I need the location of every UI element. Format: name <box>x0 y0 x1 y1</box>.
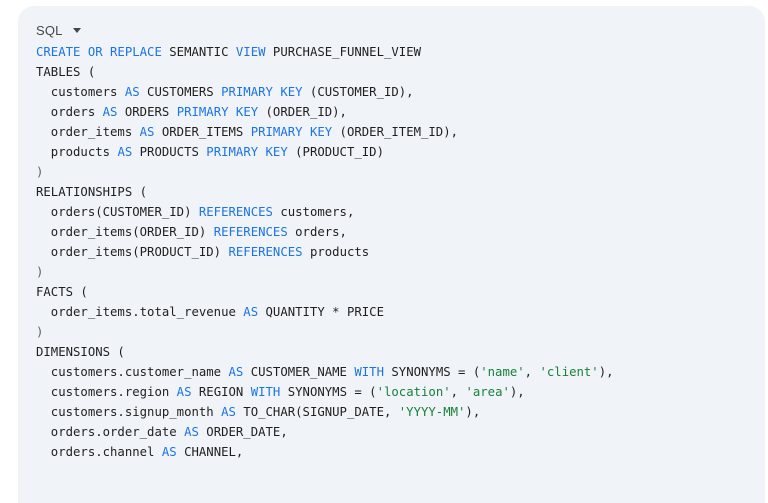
code-token-keyword: AS <box>139 125 155 139</box>
code-token-keyword: AS <box>102 105 118 119</box>
code-token-keyword: AS <box>161 445 177 459</box>
code-line: RELATIONSHIPS ( <box>36 182 755 202</box>
code-token-keyword: PRIMARY KEY <box>176 105 259 119</box>
code-line: products AS PRODUCTS PRIMARY KEY (PRODUC… <box>36 142 755 162</box>
code-line: CREATE OR REPLACE SEMANTIC VIEW PURCHASE… <box>36 42 755 62</box>
code-token-code-text: order_items.total_revenue <box>36 305 244 319</box>
code-token-code-text: ORDERS <box>117 105 177 119</box>
code-token-keyword: AS <box>124 85 140 99</box>
code-token-code-text: orders.channel <box>36 445 162 459</box>
code-line: order_items(ORDER_ID) REFERENCES orders, <box>36 222 755 242</box>
code-token-keyword: AS <box>228 365 244 379</box>
code-line: customers.customer_name AS CUSTOMER_NAME… <box>36 362 755 382</box>
code-line: ) <box>36 262 755 282</box>
code-token-keyword: REFERENCES <box>228 245 303 259</box>
code-token-code-text: SYNONYMS = ( <box>280 385 377 399</box>
code-token-keyword: AS <box>221 405 236 419</box>
code-token-code-text: ), <box>598 365 614 379</box>
language-label: SQL <box>36 22 63 38</box>
code-token-code-text: ) <box>36 265 44 279</box>
code-line: DIMENSIONS ( <box>36 342 755 362</box>
code-line: FACTS ( <box>36 282 755 302</box>
code-token-code-text: ), <box>465 405 481 419</box>
code-token-keyword: REFERENCES <box>198 205 273 219</box>
code-line: orders.channel AS CHANNEL, <box>36 442 755 462</box>
code-token-code-text: QUANTITY * PRICE <box>258 305 384 319</box>
code-line: customers.signup_month AS TO_CHAR(SIGNUP… <box>36 402 755 422</box>
code-token-code-text: orders.order_date <box>36 425 185 439</box>
code-content: CREATE OR REPLACE SEMANTIC VIEW PURCHASE… <box>36 42 755 462</box>
code-token-code-text: SYNONYMS = ( <box>384 365 481 379</box>
code-token-keyword: AS <box>243 305 259 319</box>
code-token-keyword: AS <box>184 425 199 439</box>
code-token-keyword: VIEW <box>235 45 266 59</box>
code-token-code-text: order_items(PRODUCT_ID) <box>36 245 229 259</box>
code-token-code-text: (PRODUCT_ID) <box>287 145 384 159</box>
code-token-string-literal: 'location' <box>376 385 451 399</box>
code-token-code-text: , <box>524 365 540 379</box>
code-token-code-text: TO_CHAR(SIGNUP_DATE, <box>235 405 399 419</box>
code-token-keyword: WITH <box>250 385 281 399</box>
code-token-code-text: (ORDER_ID), <box>258 105 347 119</box>
code-line: orders.order_date AS ORDER_DATE, <box>36 422 755 442</box>
code-token-code-text: order_items <box>36 125 140 139</box>
code-token-code-text: customers.signup_month <box>36 405 222 419</box>
code-token-string-literal: 'area' <box>465 385 510 399</box>
code-token-code-text: products <box>36 145 118 159</box>
code-token-code-text: customers, <box>272 205 355 219</box>
code-token-code-text: FACTS ( <box>36 285 88 299</box>
code-token-code-text: ) <box>36 165 44 179</box>
code-token-code-text: ), <box>509 385 525 399</box>
code-token-code-text: REGION <box>191 385 251 399</box>
code-token-keyword: AS <box>117 145 133 159</box>
code-token-code-text: order_items(ORDER_ID) <box>36 225 214 239</box>
code-block: SQL CREATE OR REPLACE SEMANTIC VIEW PURC… <box>18 6 765 503</box>
code-token-code-text: customers <box>36 85 125 99</box>
code-line: ) <box>36 162 755 182</box>
code-token-keyword: PRIMARY KEY <box>250 125 333 139</box>
code-token-keyword: WITH <box>354 365 384 379</box>
code-token-code-text: , <box>450 385 466 399</box>
code-token-code-text: TABLES ( <box>36 65 96 79</box>
code-token-keyword: REFERENCES <box>213 225 288 239</box>
chevron-down-icon <box>72 28 81 33</box>
code-token-code-text: products <box>302 245 370 259</box>
code-token-code-text: customers.customer_name <box>36 365 229 379</box>
code-line: order_items.total_revenue AS QUANTITY * … <box>36 302 755 322</box>
code-token-code-text: ) <box>36 325 44 339</box>
code-token-code-text: ORDER_DATE, <box>198 425 288 439</box>
language-selector[interactable]: SQL <box>36 20 81 40</box>
code-line: customers AS CUSTOMERS PRIMARY KEY (CUST… <box>36 82 755 102</box>
code-token-code-text: PURCHASE_FUNNEL_VIEW <box>265 45 422 59</box>
code-line: ) <box>36 322 755 342</box>
code-token-code-text: RELATIONSHIPS ( <box>36 185 148 199</box>
code-token-code-text: (CUSTOMER_ID), <box>302 85 414 99</box>
code-token-string-literal: 'YYYY-MM' <box>398 405 466 419</box>
code-token-code-text: customers.region <box>36 385 177 399</box>
code-token-code-text: (ORDER_ITEM_ID), <box>332 125 459 139</box>
code-token-code-text: CUSTOMER_NAME <box>243 365 355 379</box>
code-token-string-literal: 'name' <box>480 365 525 379</box>
code-token-string-literal: 'client' <box>539 365 599 379</box>
code-token-keyword: PRIMARY KEY <box>206 145 288 159</box>
code-token-keyword: CREATE OR REPLACE <box>36 45 162 59</box>
code-token-code-text: orders <box>36 105 103 119</box>
code-token-code-text: PRODUCTS <box>132 145 207 159</box>
code-token-code-text: SEMANTIC <box>161 45 236 59</box>
code-line: TABLES ( <box>36 62 755 82</box>
code-line: customers.region AS REGION WITH SYNONYMS… <box>36 382 755 402</box>
code-token-code-text: ORDER_ITEMS <box>154 125 251 139</box>
code-token-keyword: AS <box>176 385 192 399</box>
code-token-code-text: CUSTOMERS <box>139 85 222 99</box>
code-token-code-text: orders, <box>287 225 347 239</box>
code-token-code-text: CHANNEL, <box>176 445 244 459</box>
code-line: orders AS ORDERS PRIMARY KEY (ORDER_ID), <box>36 102 755 122</box>
code-token-code-text: DIMENSIONS ( <box>36 345 125 359</box>
code-token-keyword: PRIMARY KEY <box>221 85 303 99</box>
code-token-code-text: orders(CUSTOMER_ID) <box>36 205 199 219</box>
code-line: orders(CUSTOMER_ID) REFERENCES customers… <box>36 202 755 222</box>
code-line: order_items(PRODUCT_ID) REFERENCES produ… <box>36 242 755 262</box>
code-line: order_items AS ORDER_ITEMS PRIMARY KEY (… <box>36 122 755 142</box>
